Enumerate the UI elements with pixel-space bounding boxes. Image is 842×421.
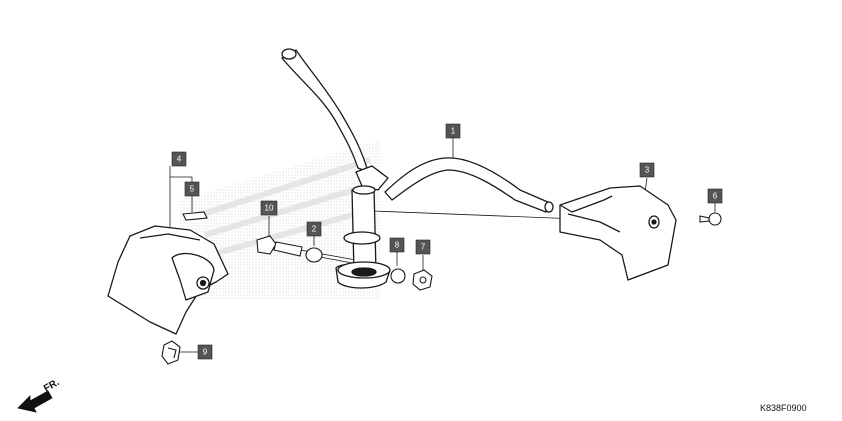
svg-text:2: 2: [312, 225, 317, 234]
svg-text:1: 1: [451, 127, 456, 136]
svg-text:5: 5: [190, 185, 195, 194]
right-cover-part: [559, 185, 677, 281]
callout-4: 4: [171, 151, 187, 167]
clip-part: [161, 340, 181, 365]
left-cover-part: [107, 225, 229, 335]
screw-part: [699, 212, 722, 226]
nut-part: [412, 269, 433, 291]
svg-text:6: 6: [713, 192, 718, 201]
callout-2: 2: [306, 221, 322, 237]
clip-nut-part: [182, 211, 208, 221]
front-arrow-icon: [17, 390, 53, 413]
bolt-part: [256, 235, 303, 257]
handlebar-part: [281, 48, 554, 289]
svg-text:8: 8: [395, 241, 400, 250]
callout-6: 6: [707, 188, 723, 204]
svg-text:9: 9: [203, 348, 208, 357]
callout-5: 5: [184, 181, 200, 197]
svg-text:10: 10: [265, 204, 274, 213]
watermark-logo: [180, 140, 380, 300]
callout-8: 8: [389, 237, 405, 253]
svg-text:7: 7: [421, 243, 426, 252]
figure-code: K838F0900: [760, 403, 807, 413]
callout-9: 9: [197, 344, 213, 360]
collar-part: [305, 247, 323, 263]
callout-10: 10: [260, 200, 278, 216]
callout-1: 1: [445, 123, 461, 139]
front-direction-label: FR.: [42, 377, 62, 395]
callout-3: 3: [639, 162, 655, 178]
collar-8-part: [390, 268, 406, 284]
callout-7: 7: [415, 239, 431, 255]
svg-text:4: 4: [177, 155, 182, 164]
front-direction-indicator: FR.: [17, 377, 62, 413]
svg-text:3: 3: [645, 166, 650, 175]
